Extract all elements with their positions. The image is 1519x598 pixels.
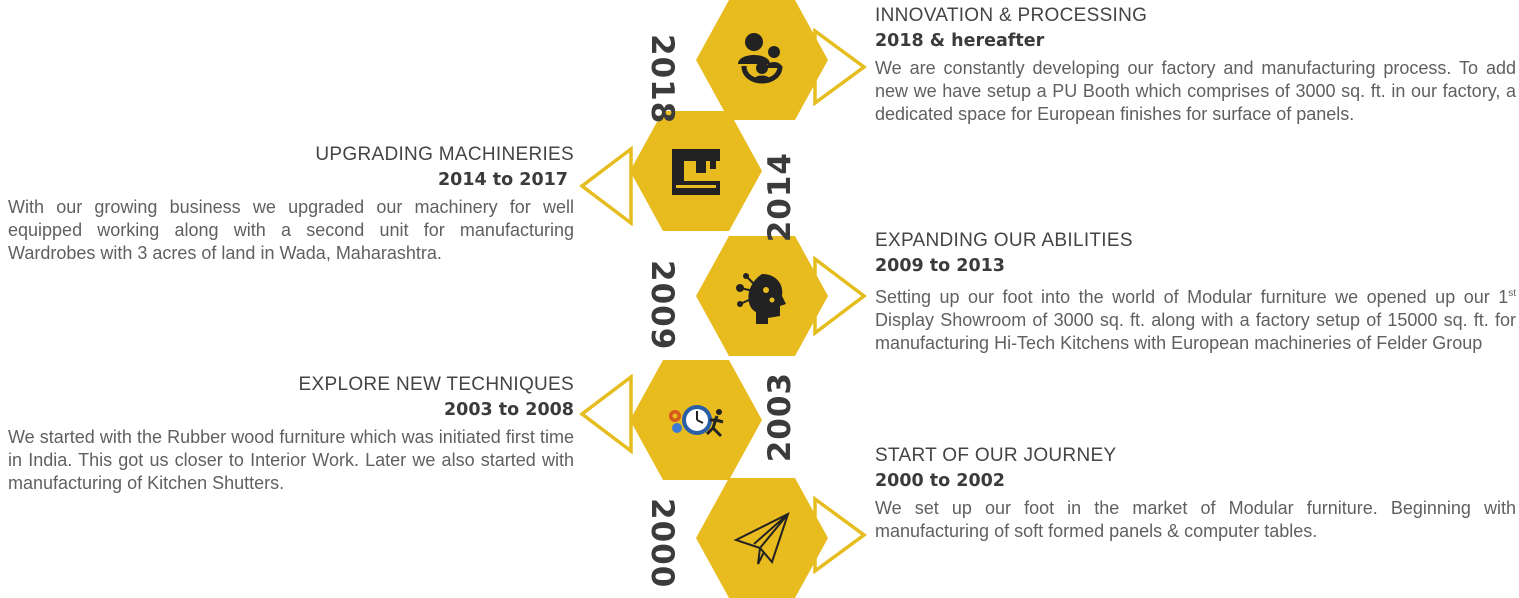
milestone-heading: UPGRADING MACHINERIES [315, 144, 574, 165]
milestone-description: Setting up our foot into the world of Mo… [875, 282, 1516, 355]
hexagon-2003 [630, 360, 762, 480]
arrow-right-2018 [813, 28, 867, 106]
arrow-right-2000 [813, 496, 867, 574]
hexagon-2018 [696, 0, 828, 120]
milestone-heading: EXPANDING OUR ABILITIES [875, 230, 1133, 251]
milestone-heading: INNOVATION & PROCESSING [875, 5, 1148, 26]
gears-runner-icon [669, 405, 724, 438]
ordinal-suffix: st [1508, 288, 1516, 300]
milestone-description: We are constantly developing our factory… [875, 58, 1516, 125]
milestone-period: 2018 & hereafter [875, 30, 1045, 51]
milestone-description: With our growing business we upgraded ou… [8, 197, 574, 264]
year-label-2009: 2009 [644, 260, 680, 351]
head-network-icon [736, 273, 786, 324]
description-text: Display Showroom of 3000 sq. ft. along w… [875, 310, 1516, 354]
milestone-period: 2009 to 2013 [875, 255, 1005, 276]
milestone-2014: UPGRADING MACHINERIES 2014 to 2017 With … [8, 143, 574, 265]
milestone-description: We started with the Rubber wood furnitur… [8, 427, 574, 494]
milestone-2009: EXPANDING OUR ABILITIES 2009 to 2013 Set… [875, 229, 1516, 355]
milestone-period: 2003 to 2008 [444, 399, 574, 420]
milestone-heading: START OF OUR JOURNEY [875, 445, 1117, 466]
milestone-2018: INNOVATION & PROCESSING 2018 & hereafter… [875, 4, 1516, 126]
year-label-2003: 2003 [762, 372, 798, 463]
milestone-heading: EXPLORE NEW TECHNIQUES [298, 374, 574, 395]
year-label-2014: 2014 [762, 152, 798, 243]
hexagon-2000 [696, 478, 828, 598]
milestone-period: 2014 to 2017 [438, 169, 568, 190]
arrow-left-2003 [579, 374, 633, 454]
family-icon [738, 33, 783, 84]
milestone-2000: START OF OUR JOURNEY 2000 to 2002 We set… [875, 444, 1516, 543]
milestone-period: 2000 to 2002 [875, 470, 1005, 491]
machinery-icon [672, 149, 720, 195]
year-label-2000: 2000 [644, 498, 680, 589]
hexagon-2014 [630, 111, 762, 231]
description-text: Setting up our foot into the world of Mo… [875, 287, 1509, 308]
arrow-right-2009 [813, 256, 867, 336]
arrow-left-2014 [579, 146, 633, 226]
paper-plane-icon [733, 512, 790, 565]
milestone-2003: EXPLORE NEW TECHNIQUES 2003 to 2008 We s… [8, 373, 574, 495]
hexagon-2009 [696, 236, 828, 356]
year-label-2018: 2018 [644, 34, 680, 125]
milestone-description: We set up our foot in the market of Modu… [875, 498, 1516, 542]
